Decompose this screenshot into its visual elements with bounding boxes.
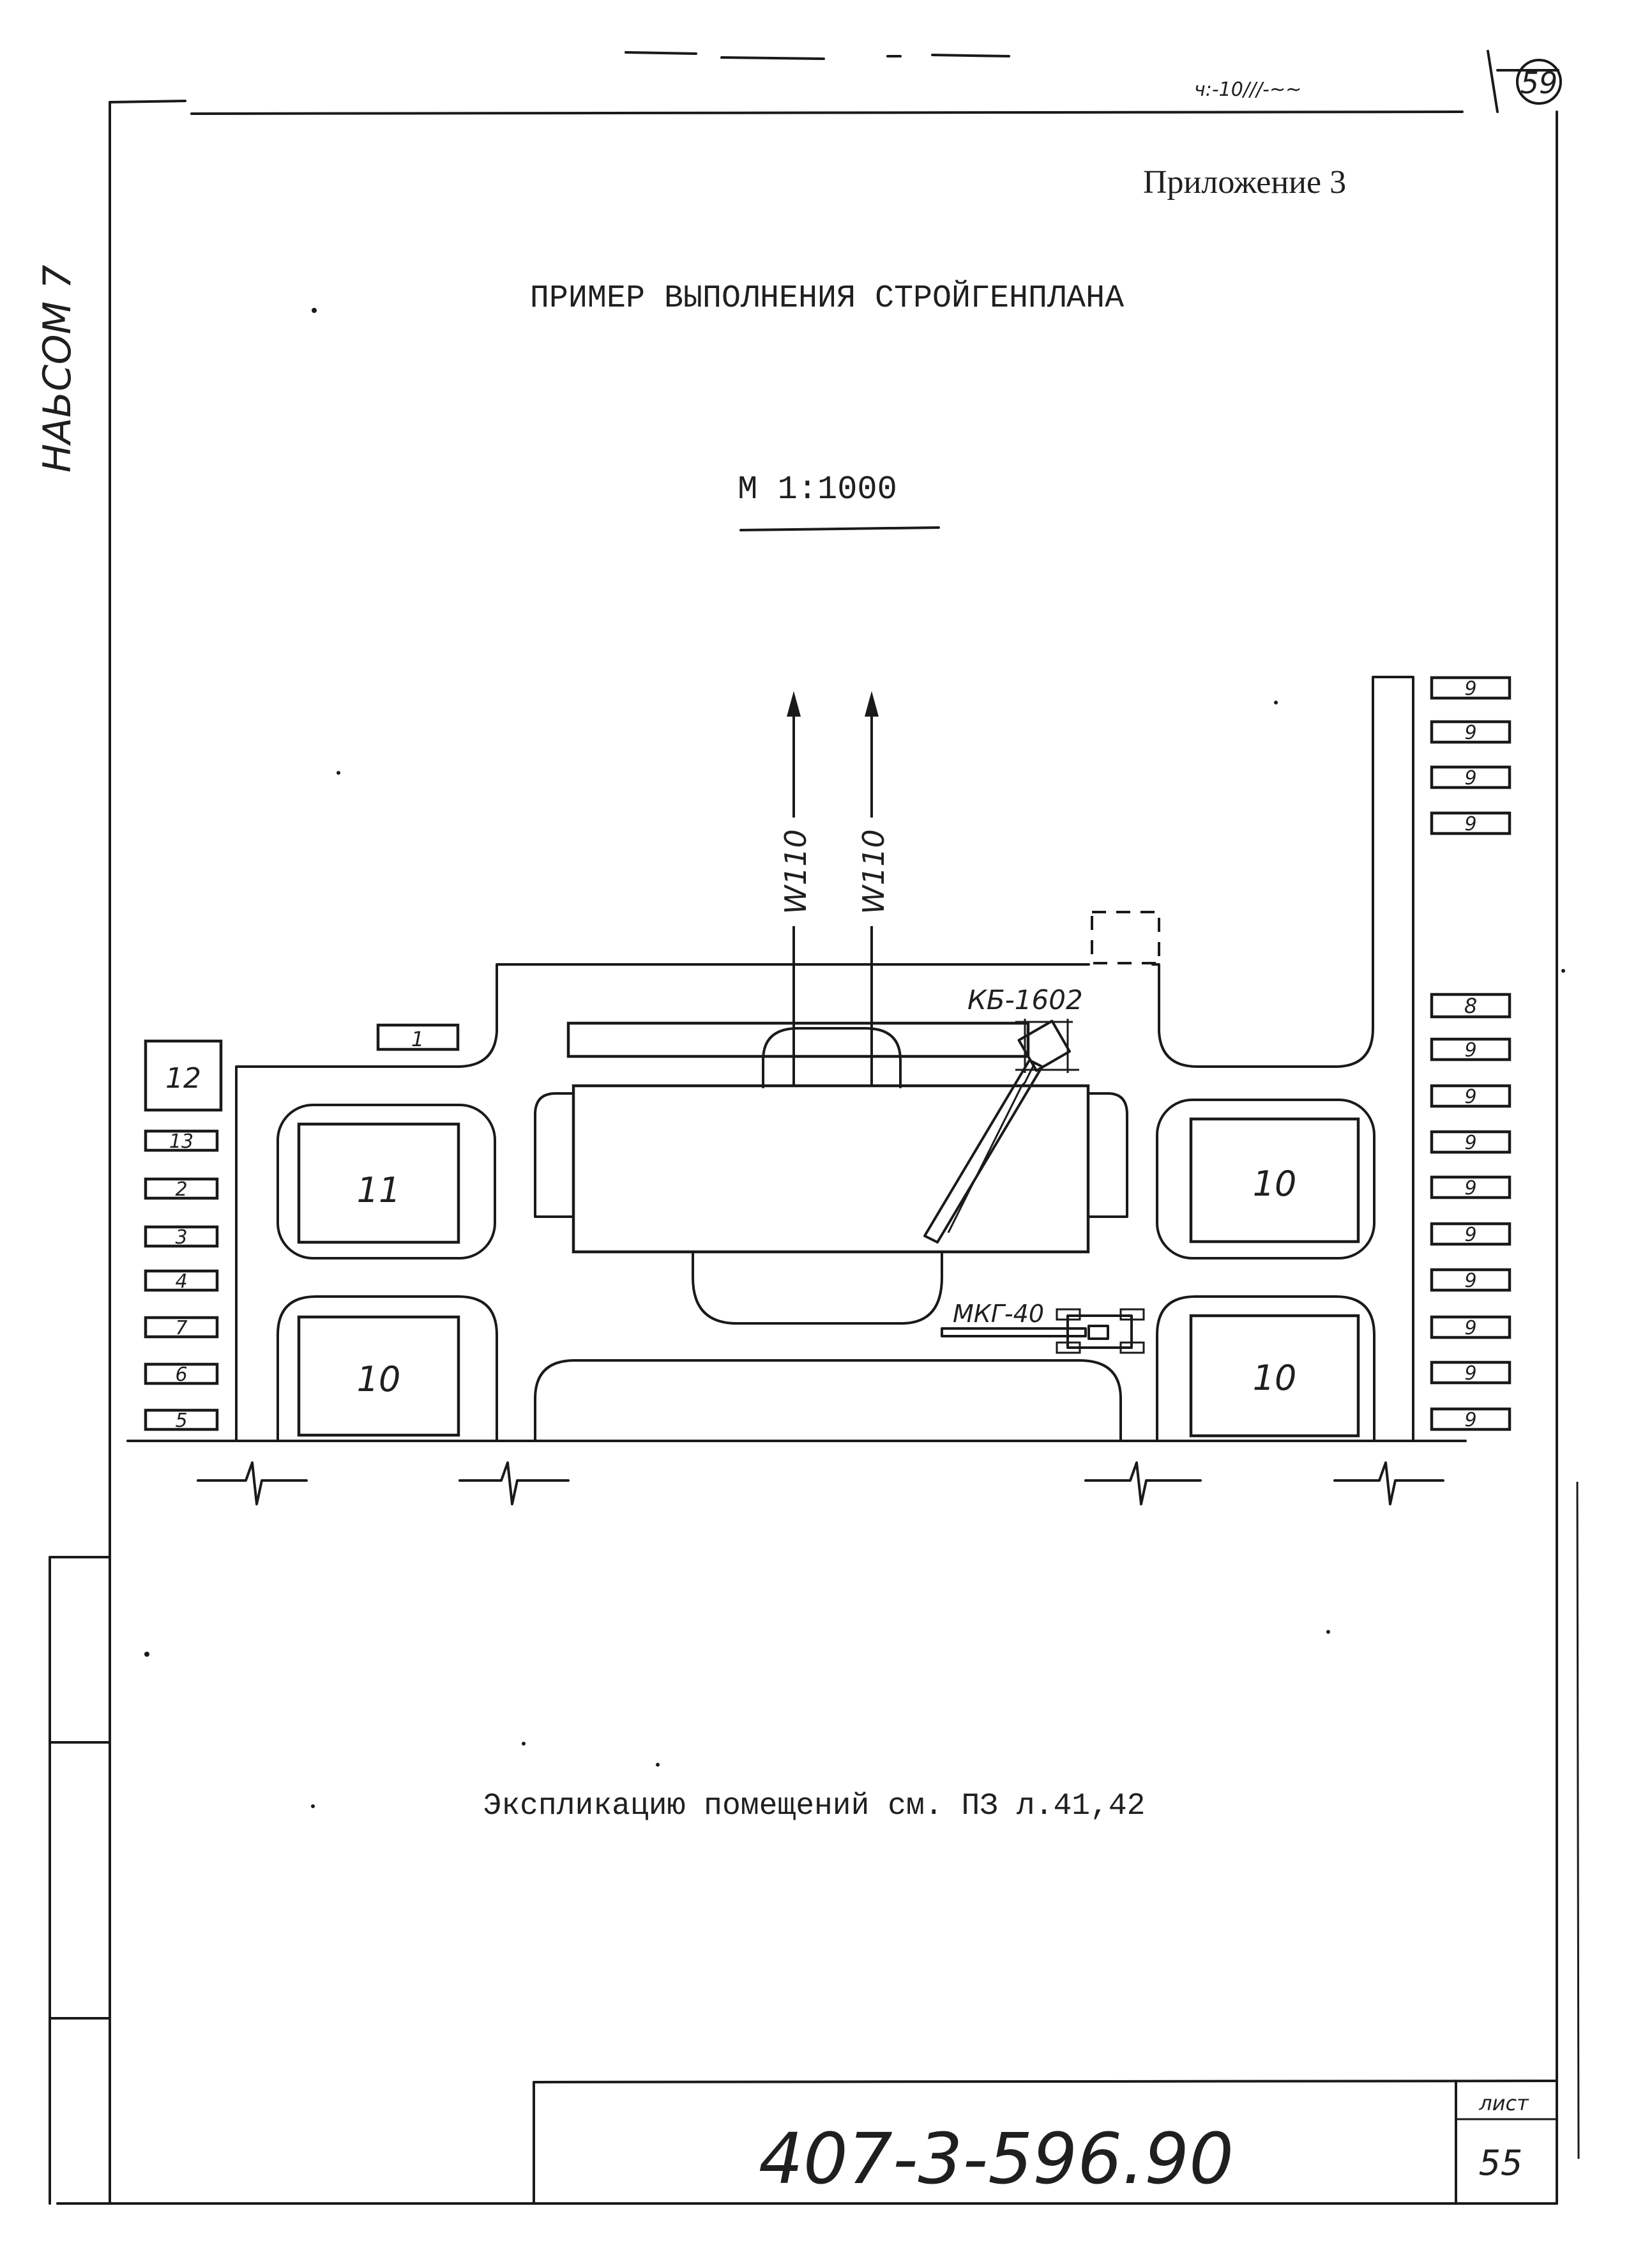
svg-text:9: 9 xyxy=(1464,722,1476,744)
svg-text:9: 9 xyxy=(1464,1270,1476,1292)
svg-text:9: 9 xyxy=(1464,1132,1476,1154)
road-outline xyxy=(235,963,1090,1442)
right-column-bottom-units: 8 9 9 9 9 9 9 9 9 9 xyxy=(1430,993,1512,1431)
sheet-label: лист xyxy=(1478,2091,1529,2115)
main-building-bay xyxy=(692,1251,943,1325)
main-building xyxy=(572,1084,1090,1254)
pipe-bay-top xyxy=(762,1027,902,1088)
explication-note: Экспликацию помещений см. ПЗ л.41,42 xyxy=(483,1789,1146,1823)
mobile-crane: МКГ-40 xyxy=(941,1300,1145,1354)
title-block: 407-3-596.90 лист 55 xyxy=(533,2080,1558,2205)
svg-text:9: 9 xyxy=(1464,1086,1476,1108)
svg-text:9: 9 xyxy=(1464,813,1476,835)
svg-text:8: 8 xyxy=(1464,994,1477,1018)
drawing-scale: М 1:1000 xyxy=(738,471,897,508)
svg-text:9: 9 xyxy=(1464,1362,1476,1385)
building-10-bottom-left: 10 xyxy=(277,1295,498,1442)
svg-text:6: 6 xyxy=(175,1364,187,1386)
left-column-units: 12 13 2 3 4 7 6 5 xyxy=(144,1039,223,1432)
appendix-label: Приложение 3 xyxy=(1143,164,1346,201)
svg-text:11: 11 xyxy=(357,1170,401,1210)
svg-text:10: 10 xyxy=(357,1359,401,1399)
document-code: 407-3-596.90 xyxy=(759,2118,1234,2200)
lower-road xyxy=(534,1359,1122,1442)
svg-text:12: 12 xyxy=(165,1062,201,1095)
corner-scribble: ч:-10///-~~ xyxy=(1194,79,1301,101)
svg-text:1: 1 xyxy=(411,1027,424,1051)
svg-text:2: 2 xyxy=(175,1178,187,1201)
building-10-top-right: 10 xyxy=(1156,1099,1375,1260)
svg-text:3: 3 xyxy=(175,1226,187,1249)
svg-text:4: 4 xyxy=(175,1270,187,1293)
binding-strip xyxy=(49,1556,111,2205)
water-pipe-2: W110 xyxy=(854,691,891,1087)
svg-text:КБ-1602: КБ-1602 xyxy=(967,984,1083,1016)
scale-underline xyxy=(739,526,940,531)
side-note: НАЬСОМ 7 xyxy=(35,265,80,473)
svg-text:10: 10 xyxy=(1253,1358,1297,1398)
building-11: 11 xyxy=(277,1104,496,1260)
svg-text:9: 9 xyxy=(1464,1317,1476,1339)
site-plan: 11 10 10 10 1 W110 xyxy=(126,676,1512,1505)
svg-text:9: 9 xyxy=(1464,678,1476,700)
svg-text:9: 9 xyxy=(1464,1177,1476,1199)
scan-specks xyxy=(144,308,1565,1808)
svg-text:9: 9 xyxy=(1464,1409,1476,1431)
corner-stamp: 59 ч:-10///-~~ xyxy=(1194,59,1562,105)
svg-text:5: 5 xyxy=(175,1410,187,1432)
temporary-building xyxy=(1091,911,1160,964)
svg-text:59: 59 xyxy=(1520,66,1558,100)
drawing-title: ПРИМЕР ВЫПОЛНЕНИЯ СТРОЙГЕНПЛАНА xyxy=(530,280,1124,317)
sheet-number: 55 xyxy=(1479,2143,1523,2183)
water-pipe-1: W110 xyxy=(776,691,813,1087)
svg-text:W110: W110 xyxy=(778,829,813,914)
small-block-1: 1 xyxy=(376,1023,460,1051)
svg-text:МКГ-40: МКГ-40 xyxy=(953,1300,1044,1328)
right-column-top-units: 9 9 9 9 xyxy=(1430,676,1512,835)
road-break-symbols xyxy=(197,1461,1444,1505)
crane-track xyxy=(566,1021,1030,1058)
svg-text:9: 9 xyxy=(1464,767,1476,789)
tower-crane: КБ-1602 xyxy=(923,984,1083,1244)
svg-text:7: 7 xyxy=(175,1317,187,1339)
svg-text:9: 9 xyxy=(1464,1224,1476,1246)
sheet-frame xyxy=(56,50,1580,2205)
svg-text:W110: W110 xyxy=(856,829,891,914)
building-10-bottom-right: 10 xyxy=(1156,1295,1375,1442)
svg-text:9: 9 xyxy=(1464,1039,1476,1062)
svg-text:10: 10 xyxy=(1253,1164,1297,1204)
svg-text:13: 13 xyxy=(169,1130,193,1153)
